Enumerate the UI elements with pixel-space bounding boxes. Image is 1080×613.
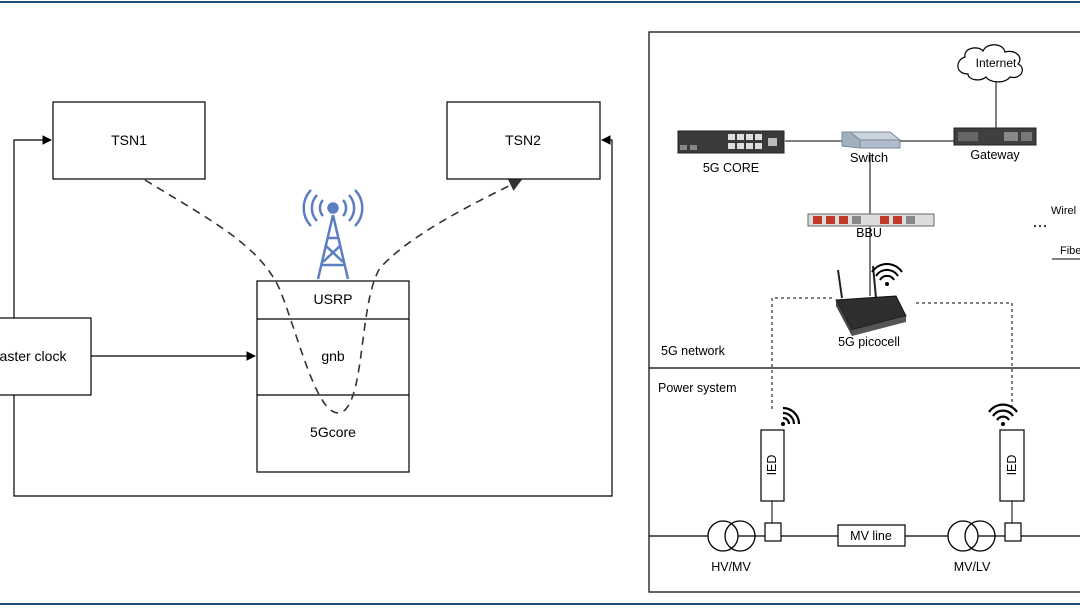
sensor-node-right (1004, 522, 1022, 542)
5g-core-label: 5G CORE (703, 161, 759, 175)
wifi-icon (781, 406, 801, 426)
clock-to-tsn2-arrow (13, 135, 613, 497)
antenna-tower-icon (302, 189, 364, 280)
gateway-label: Gateway (970, 148, 1020, 162)
power-system-section-label: Power system (658, 381, 737, 395)
clock-to-tsn1-arrow (13, 135, 52, 318)
5g-core-device-icon (677, 130, 785, 154)
tsn2-box (446, 101, 601, 180)
switch-label: Switch (850, 150, 888, 165)
internet-label: Internet (976, 56, 1017, 70)
tsn-diagram: TSN1 TSN2 aster clock USRP gnb 5Gcore (0, 101, 613, 497)
wireless-link-left (771, 297, 832, 410)
tsn2-label: TSN2 (505, 132, 541, 148)
mv-line-box (837, 524, 906, 547)
mv-lv-label: MV/LV (954, 560, 991, 574)
bbu-label: BBU (856, 226, 882, 240)
sensor-node-left (764, 522, 782, 542)
tsn-data-path (144, 179, 523, 414)
bbu-device-icon (807, 213, 935, 227)
gnb-stack (256, 280, 410, 473)
ied-left-label: IED (765, 455, 779, 476)
5gcore-label: 5Gcore (310, 424, 356, 440)
wifi-icon (988, 403, 1018, 426)
ied-right-label: IED (1005, 455, 1019, 476)
tsn1-label: TSN1 (111, 132, 147, 148)
usrp-label: USRP (314, 291, 353, 307)
hv-mv-transformer-icon (707, 520, 756, 552)
gateway-device-icon (953, 127, 1037, 146)
switch-icon (841, 131, 902, 149)
picocell-router-icon (835, 263, 907, 336)
master-clock-label: aster clock (0, 348, 67, 364)
wireless-link-right (916, 302, 1013, 410)
hv-mv-label: HV/MV (711, 560, 751, 574)
5g-picocell-label: 5G picocell (838, 335, 900, 349)
ied-right-box (999, 429, 1025, 502)
gnb-label: gnb (321, 348, 345, 364)
legend-wireless-label: Wirel (1051, 205, 1076, 217)
5g-power-diagram: 5G network Power system Internet 5G COR (648, 31, 1080, 593)
5g-network-section-label: 5G network (661, 344, 726, 358)
legend-fiber-label: Fibe (1060, 245, 1080, 257)
tsn1-box (52, 101, 206, 180)
internet-cloud-icon (957, 44, 1023, 83)
mv-lv-transformer-icon (947, 520, 996, 552)
mv-line-label: MV line (850, 529, 892, 543)
